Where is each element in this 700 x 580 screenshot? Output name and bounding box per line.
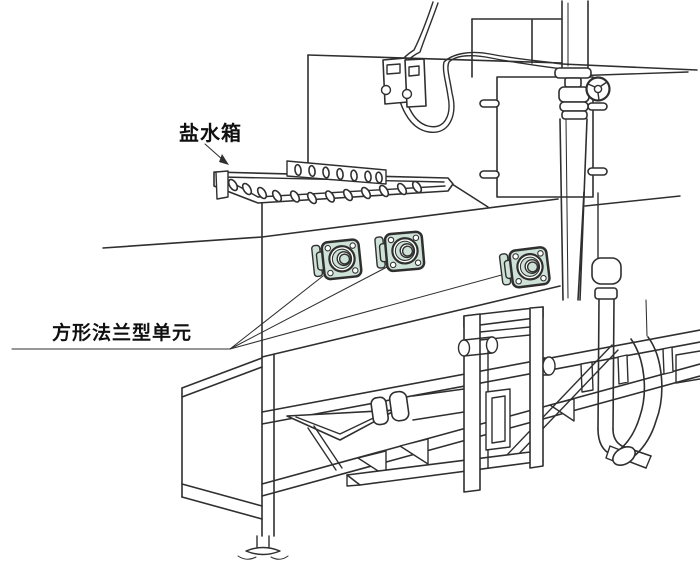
square-flange-unit-1 bbox=[311, 238, 363, 281]
tray-holes bbox=[227, 178, 423, 205]
supply-pipe bbox=[554, 0, 611, 301]
switch-box bbox=[380, 57, 427, 108]
drain-hose bbox=[612, 299, 663, 466]
brine-tank bbox=[213, 160, 454, 205]
tank-side-plate bbox=[215, 170, 229, 200]
diagonal-brace bbox=[505, 344, 613, 457]
roller-icon bbox=[457, 336, 499, 357]
support-frame bbox=[181, 329, 700, 560]
machine-body bbox=[102, 183, 681, 537]
leader-line bbox=[229, 272, 510, 350]
square-flange-unit-2 bbox=[374, 230, 426, 273]
gusset bbox=[399, 438, 429, 465]
bearing-units bbox=[311, 230, 551, 289]
drain-pipe bbox=[591, 257, 652, 469]
divider-holes bbox=[294, 163, 383, 184]
square-flange-unit-3 bbox=[498, 246, 551, 289]
label-square-flange-unit: 方形法兰型单元 bbox=[52, 321, 192, 344]
hinge-peg bbox=[479, 99, 500, 108]
pipe-union-icon bbox=[370, 390, 410, 426]
leader-line bbox=[204, 143, 224, 161]
leader-line bbox=[229, 275, 324, 350]
hinge-peg bbox=[587, 102, 608, 111]
arrowhead-icon bbox=[219, 154, 229, 165]
roller-icon bbox=[542, 356, 556, 376]
access-panel bbox=[479, 76, 608, 198]
leader-line bbox=[229, 266, 388, 350]
bracket-tab bbox=[662, 346, 674, 375]
stand-rack bbox=[346, 306, 556, 493]
power-cable-icon bbox=[395, 1, 563, 133]
bracket-tab bbox=[617, 354, 629, 385]
chute-funnel bbox=[286, 409, 397, 441]
hinge-peg bbox=[479, 170, 500, 179]
label-brine-tank: 盐水箱 bbox=[179, 121, 242, 145]
hinge-peg bbox=[587, 167, 608, 176]
valve-handwheel-icon bbox=[585, 76, 611, 102]
conveyor-pipe bbox=[370, 388, 465, 426]
access-panel-door bbox=[496, 76, 594, 198]
leveling-foot bbox=[237, 535, 289, 560]
gusset bbox=[357, 450, 387, 477]
bracket-tab bbox=[580, 361, 594, 393]
annotations: 盐水箱 方形法兰型单元 bbox=[11, 121, 510, 350]
